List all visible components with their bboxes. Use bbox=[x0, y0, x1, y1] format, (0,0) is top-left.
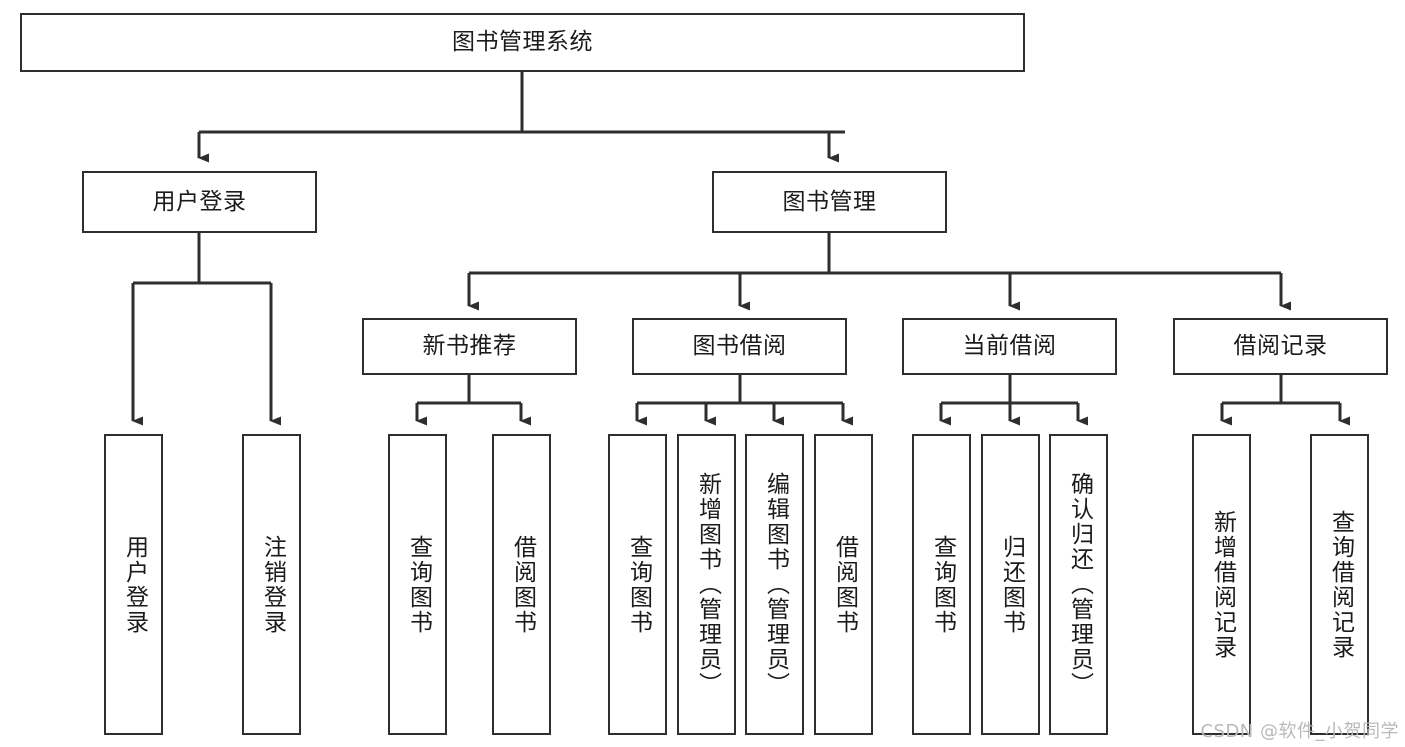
node-label: 用户登录 bbox=[152, 188, 247, 215]
node-label: 图书借阅 bbox=[692, 333, 787, 360]
node-label: 图书管理 bbox=[782, 188, 877, 215]
leaf-current-borrow-return-book[interactable]: 归还图书 bbox=[981, 434, 1040, 735]
leaf-new-book-query-book[interactable]: 查询图书 bbox=[388, 434, 447, 735]
node-label: 新书推荐 bbox=[422, 333, 517, 360]
node-label: 图书管理系统 bbox=[452, 29, 593, 56]
leaf-borrow-record-query-record[interactable]: 查询借阅记录 bbox=[1310, 434, 1369, 735]
node-label: 查询图书 bbox=[405, 534, 432, 635]
node-label: 确认归还（管理员） bbox=[1066, 472, 1093, 697]
leaf-book-borrow-borrow-book[interactable]: 借阅图书 bbox=[814, 434, 873, 735]
node-label: 注销登录 bbox=[259, 534, 286, 635]
leaf-book-borrow-edit-book-admin[interactable]: 编辑图书（管理员） bbox=[745, 434, 804, 735]
node-label: 查询图书 bbox=[929, 534, 956, 635]
node-user-login[interactable]: 用户登录 bbox=[82, 171, 317, 233]
node-label: 查询借阅记录 bbox=[1327, 509, 1354, 660]
leaf-user-login-login[interactable]: 用户登录 bbox=[104, 434, 163, 735]
leaf-current-borrow-confirm-return-admin[interactable]: 确认归还（管理员） bbox=[1049, 434, 1108, 735]
node-label: 查询图书 bbox=[625, 534, 652, 635]
node-label: 借阅图书 bbox=[509, 534, 536, 635]
node-label: 新增图书（管理员） bbox=[694, 472, 721, 697]
node-label: 借阅记录 bbox=[1233, 333, 1328, 360]
node-new-book-recommend[interactable]: 新书推荐 bbox=[362, 318, 577, 375]
leaf-current-borrow-query-book[interactable]: 查询图书 bbox=[912, 434, 971, 735]
node-label: 归还图书 bbox=[998, 534, 1025, 635]
node-label: 新增借阅记录 bbox=[1209, 509, 1236, 660]
node-label: 编辑图书（管理员） bbox=[762, 472, 789, 697]
leaf-user-login-logout[interactable]: 注销登录 bbox=[242, 434, 301, 735]
node-current-borrow[interactable]: 当前借阅 bbox=[902, 318, 1117, 375]
node-label: 当前借阅 bbox=[962, 333, 1057, 360]
leaf-book-borrow-query-book[interactable]: 查询图书 bbox=[608, 434, 667, 735]
node-book-borrow[interactable]: 图书借阅 bbox=[632, 318, 847, 375]
node-book-management[interactable]: 图书管理 bbox=[712, 171, 947, 233]
node-label: 用户登录 bbox=[121, 534, 148, 635]
node-label: 借阅图书 bbox=[831, 534, 858, 635]
leaf-borrow-record-add-record[interactable]: 新增借阅记录 bbox=[1192, 434, 1251, 735]
leaf-new-book-borrow-book[interactable]: 借阅图书 bbox=[492, 434, 551, 735]
node-root-book-management-system[interactable]: 图书管理系统 bbox=[20, 13, 1025, 72]
leaf-book-borrow-add-book-admin[interactable]: 新增图书（管理员） bbox=[677, 434, 736, 735]
node-borrow-record[interactable]: 借阅记录 bbox=[1173, 318, 1388, 375]
